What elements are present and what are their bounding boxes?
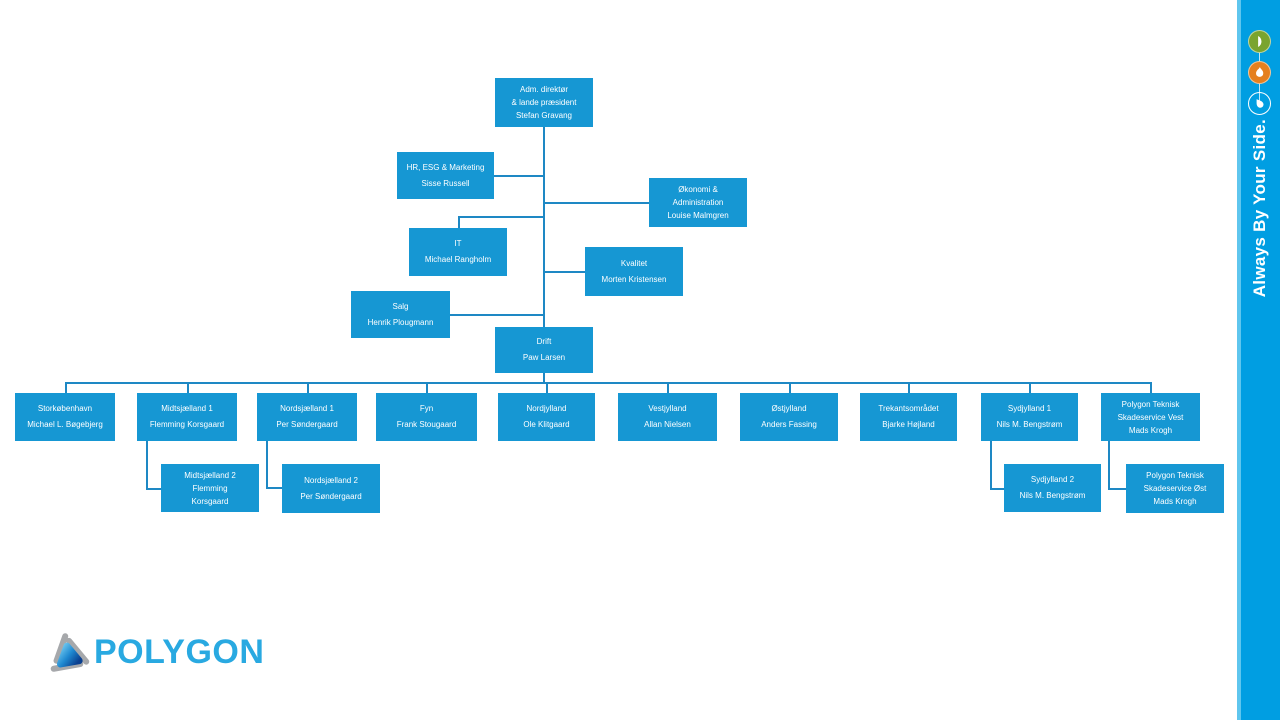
connector-ost-v	[1108, 441, 1110, 489]
connector-stub	[307, 382, 309, 393]
connector-midt2-h	[146, 488, 162, 490]
connector-nord2-h	[266, 487, 283, 489]
connector-okonomi	[544, 202, 649, 204]
connector-it-v	[458, 216, 460, 228]
leaf-icon	[1248, 30, 1271, 53]
brand-sidebar	[1241, 0, 1280, 720]
water-drop-icon	[1248, 92, 1271, 115]
sidebar-edge-stripe	[1237, 0, 1241, 720]
connector-stub	[1029, 382, 1031, 393]
connector-midt2-v	[146, 441, 148, 489]
connector-stub	[908, 382, 910, 393]
connector-salg	[450, 314, 544, 316]
connector-stub	[187, 382, 189, 393]
flame-icon	[1248, 61, 1271, 84]
connector-syd2-v	[990, 441, 992, 489]
connector-hr	[494, 175, 544, 177]
polygon-logo-text: POLYGON	[94, 633, 265, 671]
connector-nord2-v	[266, 441, 268, 488]
brand-tagline-text: Always By Your Side.	[1250, 118, 1269, 298]
connector-syd2-h	[990, 488, 1005, 490]
polygon-logo-icon	[50, 633, 90, 672]
connector-drift-stub	[543, 373, 545, 382]
connector-stub	[667, 382, 669, 393]
connector-stub	[1150, 382, 1152, 393]
polygon-logo: POLYGON	[46, 629, 264, 675]
brand-tagline: Always By Your Side.	[1240, 112, 1280, 304]
connector-bus	[65, 382, 1150, 384]
connector-trunk	[543, 127, 545, 327]
connector-stub	[65, 382, 67, 393]
connector-stub	[789, 382, 791, 393]
connector-it-h	[458, 216, 544, 218]
connector-ost-h	[1108, 488, 1127, 490]
connector-kvalitet	[544, 271, 585, 273]
connector-stub	[426, 382, 428, 393]
connector-stub	[546, 382, 548, 393]
